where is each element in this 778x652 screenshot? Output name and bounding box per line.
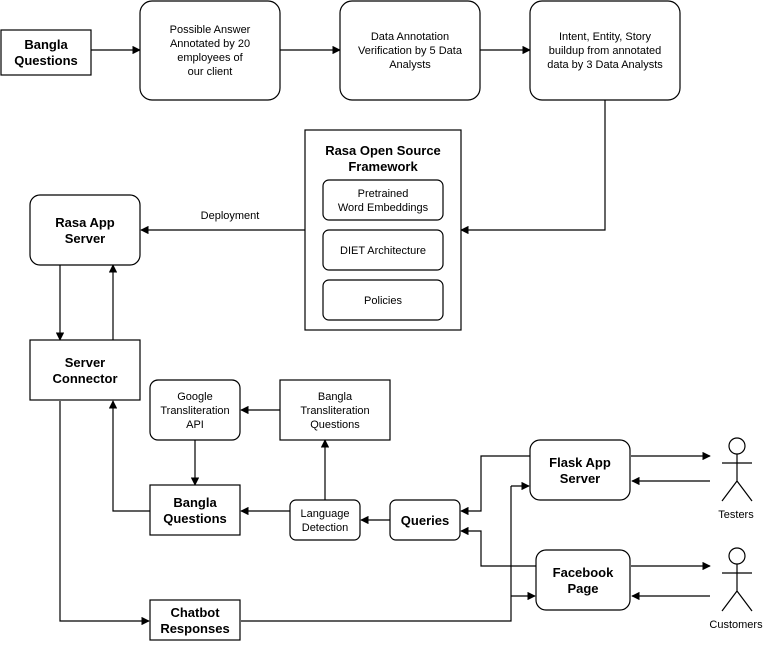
node-text: Queries bbox=[401, 513, 449, 528]
line: Queries bbox=[401, 513, 449, 528]
line: Framework bbox=[348, 159, 418, 174]
line: Bangla bbox=[318, 391, 353, 403]
line: Server bbox=[560, 471, 600, 486]
edge-flask-to-queries bbox=[460, 455, 530, 516]
line: Transliteration bbox=[160, 405, 229, 417]
edge-chatbot-split bbox=[241, 486, 512, 622]
edges bbox=[55, 45, 711, 626]
edge-intent-to-rasa-framework bbox=[460, 100, 606, 235]
edge-bangla-questions-to-connector bbox=[108, 400, 150, 512]
node-queries: Queries bbox=[389, 499, 461, 541]
line: Annotated by 20 bbox=[170, 38, 250, 50]
actor-customers: Customers bbox=[709, 547, 763, 631]
node-policies: Policies bbox=[322, 279, 444, 321]
edge-facebook-to-queries bbox=[460, 526, 536, 567]
line: Facebook bbox=[553, 565, 614, 580]
node-text: DIET Architecture bbox=[340, 245, 426, 257]
line: Google bbox=[177, 391, 212, 403]
line: Server bbox=[65, 231, 105, 246]
line: DIET Architecture bbox=[340, 245, 426, 257]
line: our client bbox=[188, 66, 233, 78]
line: Questions bbox=[14, 53, 78, 68]
line: buildup from annotated bbox=[549, 45, 662, 57]
line: Responses bbox=[160, 621, 229, 636]
line: Rasa Open Source bbox=[325, 143, 441, 158]
line: Flask App bbox=[549, 455, 611, 470]
line: data by 3 Data Analysts bbox=[547, 59, 663, 71]
line: Possible Answer bbox=[170, 24, 251, 36]
line: Bangla bbox=[24, 37, 68, 52]
person-icon bbox=[721, 547, 753, 612]
line: Data Annotation bbox=[371, 31, 449, 43]
line: Chatbot bbox=[170, 605, 220, 620]
line: Questions bbox=[163, 511, 227, 526]
node-intent-entity: Intent, Entity, Story buildup from annota… bbox=[529, 0, 681, 101]
actor-label-customers: Customers bbox=[709, 619, 763, 631]
line: employees of bbox=[177, 52, 243, 64]
line: Transliteration bbox=[300, 405, 369, 417]
actor-testers: Testers bbox=[718, 437, 754, 521]
line: Policies bbox=[364, 295, 402, 307]
line: Questions bbox=[310, 419, 360, 431]
person-icon bbox=[721, 437, 753, 502]
line: Detection bbox=[302, 522, 348, 534]
line: Word Embeddings bbox=[338, 202, 429, 214]
node-text: Policies bbox=[364, 295, 402, 307]
actor-label-testers: Testers bbox=[718, 509, 754, 521]
line: Page bbox=[567, 581, 598, 596]
line: Bangla bbox=[173, 495, 217, 510]
edge-label-deployment: Deployment bbox=[201, 210, 260, 222]
line: Server bbox=[65, 355, 105, 370]
line: Verification by 5 Data bbox=[358, 45, 463, 57]
node-text: Intent, Entity, Story buildup from annota… bbox=[547, 31, 663, 71]
line: API bbox=[186, 419, 204, 431]
line: Pretrained bbox=[358, 188, 409, 200]
line: Connector bbox=[53, 371, 118, 386]
line: Language bbox=[301, 508, 350, 520]
line: Analysts bbox=[389, 59, 431, 71]
line: Rasa App bbox=[55, 215, 115, 230]
line: Intent, Entity, Story bbox=[559, 31, 652, 43]
edge-connector-to-chatbot bbox=[59, 401, 150, 626]
node-diet: DIET Architecture bbox=[322, 229, 444, 271]
